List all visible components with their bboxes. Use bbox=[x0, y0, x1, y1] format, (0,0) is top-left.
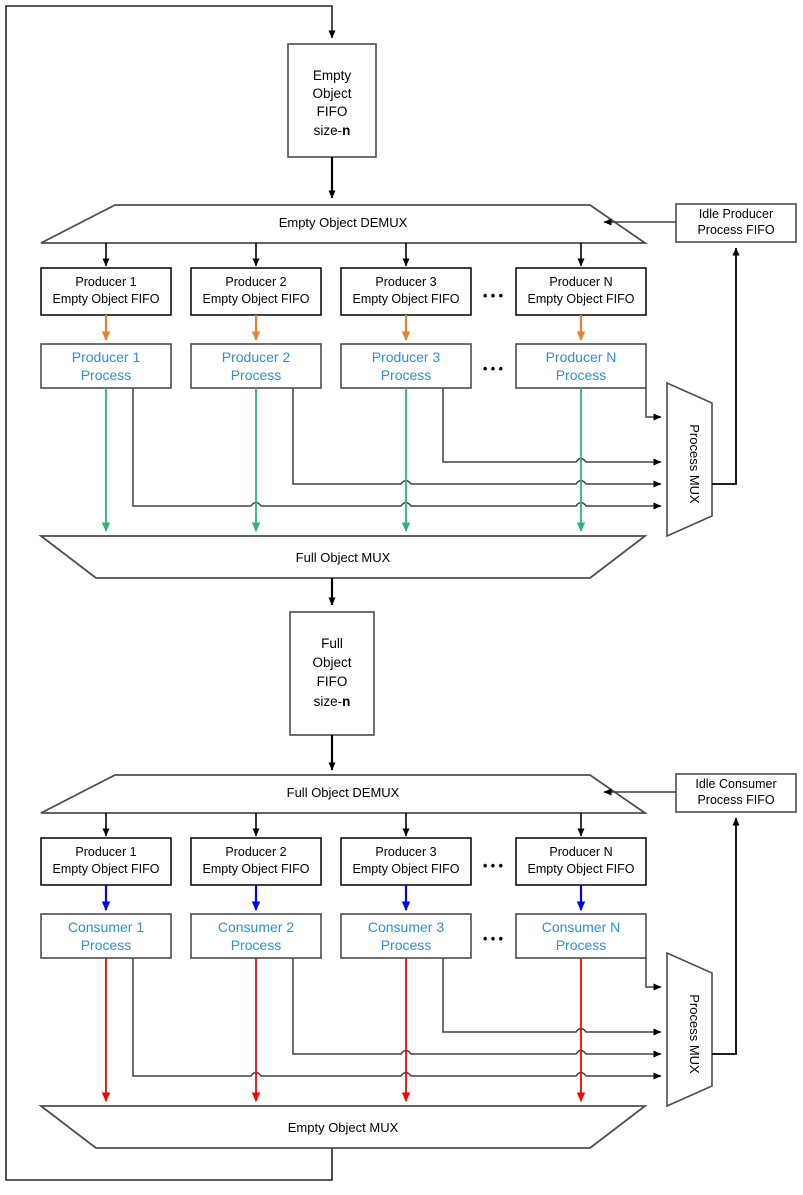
producer-process-line2: Process bbox=[556, 367, 607, 383]
empty-object-mux-label: Empty Object MUX bbox=[288, 1120, 399, 1135]
consumer-fifo-line1: Producer 2 bbox=[225, 845, 286, 859]
full-object-fifo-size: size-n bbox=[314, 694, 351, 709]
ellipsis-consumer-fifos: • • • bbox=[483, 859, 503, 873]
producer-fifo-box[interactable]: Producer 2 Empty Object FIFO bbox=[190, 267, 322, 316]
producer-fifo-line2: Empty Object FIFO bbox=[203, 292, 310, 306]
consumer-process-line2: Process bbox=[381, 937, 432, 953]
full-object-mux-label: Full Object MUX bbox=[296, 550, 391, 565]
wires-producer-process-to-fullmux bbox=[101, 388, 586, 532]
producer-fifo-line1: Producer 3 bbox=[375, 275, 436, 289]
consumer-process-line1: Consumer 1 bbox=[68, 919, 144, 935]
idle-producer-process-fifo[interactable]: Idle Producer Process FIFO bbox=[675, 203, 797, 243]
consumer-process-mux[interactable]: Process MUX bbox=[666, 951, 713, 1108]
empty-object-demux-label: Empty Object DEMUX bbox=[279, 215, 408, 230]
empty-object-mux[interactable]: Empty Object MUX bbox=[38, 1105, 648, 1149]
idle-producer-fifo-line2: Process FIFO bbox=[697, 223, 774, 237]
full-object-fifo-line1: Full bbox=[321, 636, 343, 651]
producer-fifo-line1: Producer N bbox=[549, 275, 612, 289]
producer-process-mux-label: Process MUX bbox=[687, 424, 702, 504]
consumer-fifo-line1: Producer 3 bbox=[375, 845, 436, 859]
consumer-process-box[interactable]: Consumer N Process bbox=[515, 913, 647, 959]
consumer-process-line1: Consumer N bbox=[542, 919, 621, 935]
idle-producer-fifo-line1: Idle Producer bbox=[699, 207, 773, 221]
consumer-fifo-line1: Producer N bbox=[549, 845, 612, 859]
producer-process-line2: Process bbox=[231, 367, 282, 383]
ellipsis-producer-processes: • • • bbox=[483, 362, 503, 376]
full-object-fifo-box[interactable]: Full Object FIFO size-n bbox=[289, 611, 375, 736]
consumer-fifo-box[interactable]: Producer 1 Empty Object FIFO bbox=[40, 837, 172, 886]
producer-process-box[interactable]: Producer 1 Process bbox=[40, 343, 172, 389]
producer-process-line1: Producer 2 bbox=[222, 349, 291, 365]
consumer-process-mux-label: Process MUX bbox=[687, 994, 702, 1074]
consumer-fifo-line1: Producer 1 bbox=[75, 845, 136, 859]
consumer-process-box[interactable]: Consumer 2 Process bbox=[190, 913, 322, 959]
wires-fifo-to-producer-process bbox=[101, 315, 586, 341]
producer-fifo-box[interactable]: Producer 1 Empty Object FIFO bbox=[40, 267, 172, 316]
producer-process-line2: Process bbox=[381, 367, 432, 383]
consumer-fifo-line2: Empty Object FIFO bbox=[353, 862, 460, 876]
consumer-fifo-box[interactable]: Producer N Empty Object FIFO bbox=[515, 837, 647, 886]
producer-fifo-box[interactable]: Producer 3 Empty Object FIFO bbox=[340, 267, 472, 316]
full-object-demux-label: Full Object DEMUX bbox=[287, 785, 400, 800]
idle-consumer-process-fifo[interactable]: Idle Consumer Process FIFO bbox=[675, 773, 797, 813]
producer-fifo-line2: Empty Object FIFO bbox=[53, 292, 160, 306]
producer-process-line1: Producer N bbox=[546, 349, 617, 365]
consumer-process-box[interactable]: Consumer 1 Process bbox=[40, 913, 172, 959]
ellipsis-consumer-processes: • • • bbox=[483, 932, 503, 946]
consumer-process-box[interactable]: Consumer 3 Process bbox=[340, 913, 472, 959]
idle-consumer-fifo-line2: Process FIFO bbox=[697, 793, 774, 807]
outer-feedback-loop-wire bbox=[5, 5, 336, 1181]
producer-fifo-line2: Empty Object FIFO bbox=[528, 292, 635, 306]
empty-object-fifo-line1: Empty bbox=[313, 68, 352, 83]
producer-process-line1: Producer 3 bbox=[372, 349, 441, 365]
empty-object-demux[interactable]: Empty Object DEMUX bbox=[40, 204, 648, 244]
producer-fifo-line1: Producer 2 bbox=[225, 275, 286, 289]
wire-producermux-to-idlefifo bbox=[712, 247, 740, 485]
consumer-fifo-line2: Empty Object FIFO bbox=[528, 862, 635, 876]
ellipsis-producer-fifos: • • • bbox=[483, 289, 503, 303]
consumer-process-line1: Consumer 2 bbox=[218, 919, 294, 935]
full-object-mux[interactable]: Full Object MUX bbox=[38, 535, 648, 579]
producer-process-mux[interactable]: Process MUX bbox=[666, 381, 713, 538]
wires-demux-to-producer-fifos bbox=[102, 243, 585, 267]
full-object-fifo-line2: Object bbox=[312, 655, 351, 670]
consumer-process-line2: Process bbox=[81, 937, 132, 953]
wires-fulldemux-to-consumer-fifos bbox=[102, 813, 585, 837]
empty-object-fifo-line2: Object bbox=[312, 86, 351, 101]
producer-process-line2: Process bbox=[81, 367, 132, 383]
consumer-process-line2: Process bbox=[556, 937, 607, 953]
full-object-fifo-line3: FIFO bbox=[317, 674, 348, 689]
empty-object-fifo-box[interactable]: Empty Object FIFO size-n bbox=[287, 43, 377, 158]
producer-process-line1: Producer 1 bbox=[72, 349, 141, 365]
consumer-process-line1: Consumer 3 bbox=[368, 919, 444, 935]
consumer-fifo-line2: Empty Object FIFO bbox=[53, 862, 160, 876]
producer-fifo-line1: Producer 1 bbox=[75, 275, 136, 289]
consumer-fifo-box[interactable]: Producer 2 Empty Object FIFO bbox=[190, 837, 322, 886]
idle-consumer-fifo-line1: Idle Consumer bbox=[695, 777, 776, 791]
producer-fifo-line2: Empty Object FIFO bbox=[353, 292, 460, 306]
producer-process-box[interactable]: Producer 2 Process bbox=[190, 343, 322, 389]
producer-process-box[interactable]: Producer N Process bbox=[515, 343, 647, 389]
wires-consumer-process-to-emptymux bbox=[101, 958, 586, 1102]
empty-object-fifo-size: size-n bbox=[314, 123, 351, 138]
producer-fifo-box[interactable]: Producer N Empty Object FIFO bbox=[515, 267, 647, 316]
full-object-demux[interactable]: Full Object DEMUX bbox=[40, 774, 648, 814]
consumer-fifo-box[interactable]: Producer 3 Empty Object FIFO bbox=[340, 837, 472, 886]
wires-fifo-to-consumer-process bbox=[101, 885, 586, 911]
wire-consumermux-to-idlefifo bbox=[712, 817, 740, 1055]
empty-object-fifo-line3: FIFO bbox=[317, 104, 348, 119]
producer-process-box[interactable]: Producer 3 Process bbox=[340, 343, 472, 389]
consumer-process-line2: Process bbox=[231, 937, 282, 953]
consumer-fifo-line2: Empty Object FIFO bbox=[203, 862, 310, 876]
